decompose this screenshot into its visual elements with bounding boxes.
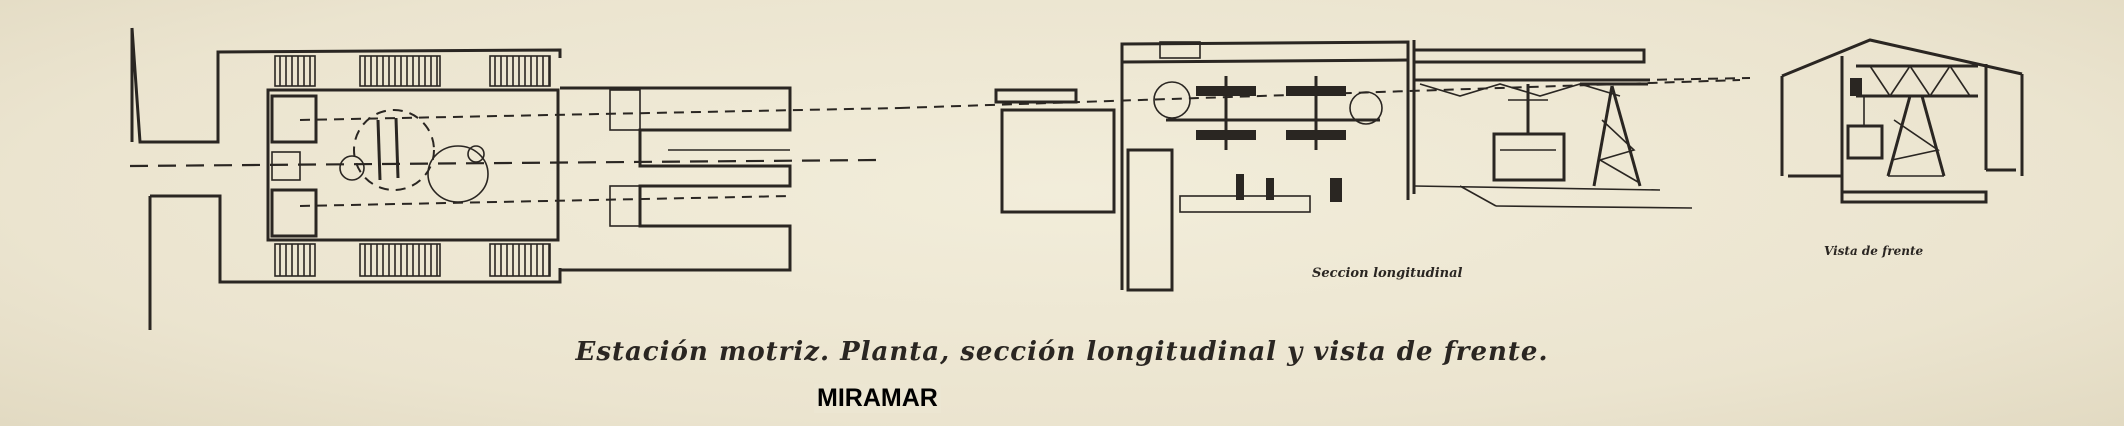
section-label: Seccion longitudinal [1312,266,1463,281]
front-view-label: Vista de frente [1824,244,1924,258]
hatch-bottom [274,243,551,277]
hatch-top [274,55,551,87]
watermark-text: MIRAMAR [814,384,941,413]
gear-wheels [1153,76,1383,213]
figure-caption: Estación motriz. Planta, sección longitu… [575,337,1549,367]
